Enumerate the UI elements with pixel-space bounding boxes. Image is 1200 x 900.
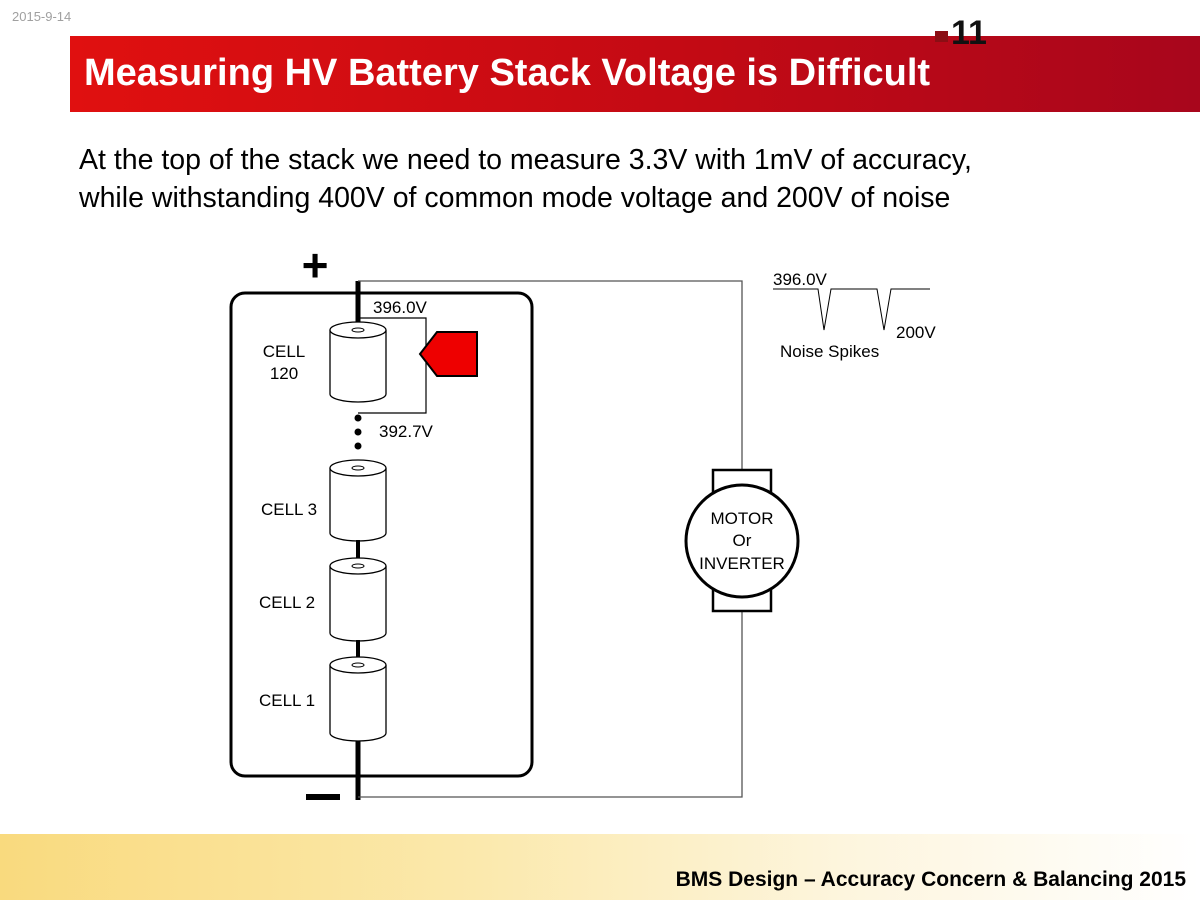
ellipsis-dot [354, 428, 362, 436]
slide-date: 2015-9-14 [12, 9, 72, 24]
page-number-value: 11 [951, 14, 987, 52]
plus-terminal-label: + [302, 239, 329, 291]
noise-amplitude-label: 200V [896, 323, 936, 342]
cell-2-label: CELL 2 [259, 593, 315, 612]
top-voltage-label: 396.0V [373, 298, 428, 317]
page-number: 11 [935, 14, 987, 53]
cell-120 [329, 321, 387, 403]
measurement-arrow-icon [418, 331, 478, 377]
slide-title: Measuring HV Battery Stack Voltage is Di… [84, 52, 931, 94]
cell-3-label: CELL 3 [261, 500, 317, 519]
ellipsis-dot [354, 414, 362, 422]
motor-label-line1: MOTOR [711, 509, 774, 528]
title-bar [70, 36, 1200, 112]
footer-bar [0, 834, 1200, 900]
battery-pack-enclosure [229, 291, 534, 778]
minus-terminal-label [306, 794, 340, 800]
cell-120-name: CELL [263, 342, 306, 361]
bullet-square-icon [935, 31, 948, 42]
external-wire-return [358, 612, 743, 798]
noise-spikes-label: Noise Spikes [780, 342, 879, 361]
noise-spikes-waveform [773, 288, 930, 331]
ellipsis-dot [354, 442, 362, 450]
noise-voltage-label: 396.0V [773, 270, 828, 289]
motor-label-line2: Or [733, 531, 752, 550]
cell-1-label: CELL 1 [259, 691, 315, 710]
external-wire [358, 280, 743, 470]
slide-body: At the top of the stack we need to measu… [79, 141, 1179, 217]
cell-120-number: 120 [270, 364, 298, 383]
motor-label-line3: INVERTER [699, 554, 785, 573]
motor-icon [684, 468, 800, 613]
lower-voltage-label: 392.7V [379, 422, 434, 441]
cell-2 [329, 557, 387, 642]
cell-1 [329, 656, 387, 742]
measure-loop [358, 317, 427, 414]
body-line-1: At the top of the stack we need to measu… [79, 144, 972, 176]
footer-text: BMS Design – Accuracy Concern & Balancin… [675, 868, 1186, 891]
body-line-2: while withstanding 400V of common mode v… [79, 182, 951, 214]
cell-3 [329, 459, 387, 542]
